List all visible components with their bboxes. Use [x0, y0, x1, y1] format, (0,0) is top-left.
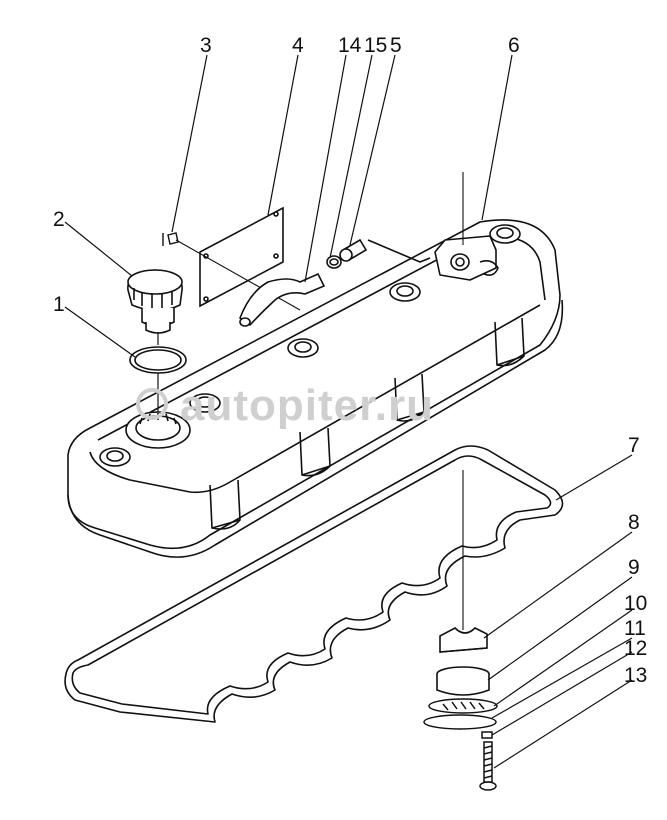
- gasket: [64, 445, 564, 723]
- callout-14: 14: [338, 34, 362, 57]
- callout-13: 13: [624, 664, 647, 687]
- spacer: [439, 627, 488, 653]
- callout-3: 3: [200, 34, 212, 57]
- breather-fitting: [339, 238, 368, 262]
- rivet: [162, 232, 179, 246]
- breather-hose: [239, 272, 326, 327]
- bolt: [479, 731, 497, 791]
- watermark: autopiter.ru: [136, 381, 434, 430]
- callout-10: 10: [624, 592, 647, 615]
- callout-5: 5: [390, 34, 402, 57]
- callout-4: 4: [292, 34, 304, 57]
- callout-11: 11: [624, 617, 646, 640]
- grommet: [436, 666, 490, 696]
- o-ring: [129, 346, 187, 374]
- callout-9: 9: [628, 556, 640, 579]
- valve-cover: [67, 219, 564, 558]
- callout-7: 7: [628, 434, 640, 457]
- leader-lines: [64, 54, 633, 769]
- callout-labels: 3 4 14 15 5 6 2 1 7 8 9 10 11 12 13: [53, 34, 647, 687]
- assembly-axis: [175, 239, 301, 311]
- callout-15: 15: [364, 34, 387, 57]
- hose-clamp: [326, 255, 342, 269]
- watermark-text: autopiter.ru: [180, 381, 434, 430]
- callout-1: 1: [53, 293, 65, 316]
- callout-6: 6: [508, 34, 520, 57]
- callout-12: 12: [624, 637, 647, 660]
- callout-8: 8: [628, 511, 640, 534]
- washer: [423, 698, 498, 730]
- callout-2: 2: [53, 208, 65, 231]
- filler-cap: [127, 269, 183, 334]
